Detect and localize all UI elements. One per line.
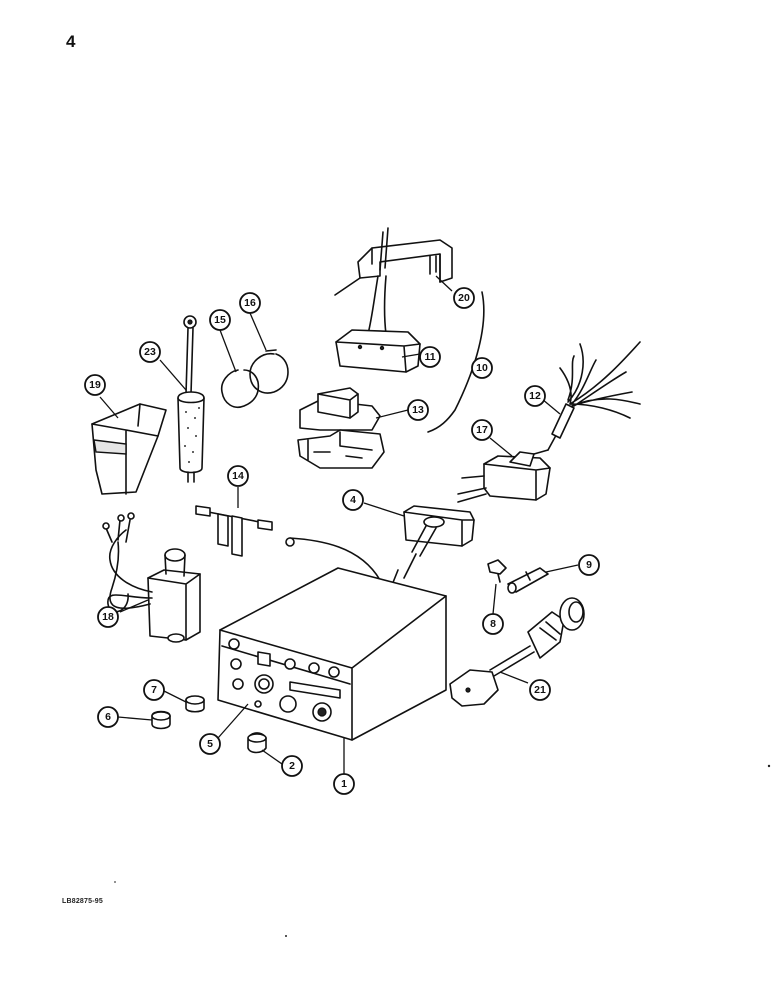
svg-text:5: 5 xyxy=(207,738,213,750)
part-23-cylinder xyxy=(177,315,205,483)
svg-text:23: 23 xyxy=(144,346,156,358)
callout-9: 9 xyxy=(578,554,600,576)
print-speck xyxy=(767,764,771,768)
svg-text:15: 15 xyxy=(214,314,226,326)
svg-text:10: 10 xyxy=(476,362,488,374)
part-15-snap-ring xyxy=(220,369,260,408)
part-19-cover xyxy=(91,403,167,495)
callout-16: 16 xyxy=(239,292,261,314)
print-speck xyxy=(285,935,287,937)
figure-code: LB82875-95 xyxy=(62,898,103,905)
callout-8: 8 xyxy=(482,613,504,635)
leader-lines xyxy=(99,275,579,774)
print-speck xyxy=(114,881,116,883)
callout-7: 7 xyxy=(143,679,165,701)
callout-1: 1 xyxy=(333,773,355,795)
svg-text:19: 19 xyxy=(89,379,101,391)
callout-18: 18 xyxy=(97,606,119,628)
svg-text:16: 16 xyxy=(244,297,256,309)
callout-2: 2 xyxy=(281,755,303,777)
part-7-knob xyxy=(185,695,205,713)
callout-13: 13 xyxy=(407,399,429,421)
svg-text:1: 1 xyxy=(341,778,347,790)
callout-14: 14 xyxy=(227,465,249,487)
part-12-harness xyxy=(547,341,641,451)
part-20-bracket xyxy=(334,227,453,296)
svg-text:2: 2 xyxy=(289,760,295,772)
callout-11: 11 xyxy=(419,346,441,368)
svg-text:8: 8 xyxy=(490,618,496,630)
svg-text:17: 17 xyxy=(476,424,488,436)
callout-17: 17 xyxy=(471,419,493,441)
svg-text:11: 11 xyxy=(424,351,435,363)
callout-21: 21 xyxy=(529,679,551,701)
group-10-brace xyxy=(427,291,485,433)
part-21-connector xyxy=(449,597,585,707)
svg-text:4: 4 xyxy=(350,494,356,506)
callout-12: 12 xyxy=(524,385,546,407)
callout-10: 10 xyxy=(471,357,493,379)
part-1-control-box xyxy=(217,567,447,741)
callout-23: 23 xyxy=(139,341,161,363)
part-8-fitting xyxy=(487,559,507,583)
part-4-sensor xyxy=(285,505,475,591)
callout-15: 15 xyxy=(209,309,231,331)
part-2-knob xyxy=(247,732,267,754)
part-13-mount xyxy=(297,387,385,469)
part-9-fitting xyxy=(507,567,549,594)
svg-text:13: 13 xyxy=(412,404,424,416)
callout-6: 6 xyxy=(97,706,119,728)
svg-text:20: 20 xyxy=(458,292,470,304)
part-18-module xyxy=(102,512,201,643)
svg-text:6: 6 xyxy=(105,711,111,723)
callout-20: 20 xyxy=(453,287,475,309)
svg-text:18: 18 xyxy=(102,611,114,623)
callout-19: 19 xyxy=(84,374,106,396)
svg-text:12: 12 xyxy=(529,390,541,402)
callout-4: 4 xyxy=(342,489,364,511)
part-16-snap-ring xyxy=(249,349,289,394)
part-14-fuse xyxy=(195,505,273,557)
svg-text:7: 7 xyxy=(151,684,157,696)
part-6-cap xyxy=(151,710,171,730)
svg-text:9: 9 xyxy=(586,559,592,571)
part-11-block xyxy=(335,275,421,373)
svg-text:21: 21 xyxy=(534,684,546,696)
page-number: 4 xyxy=(66,32,76,51)
part-17-connector xyxy=(457,449,551,503)
callout-5: 5 xyxy=(199,733,221,755)
svg-text:14: 14 xyxy=(232,470,244,482)
